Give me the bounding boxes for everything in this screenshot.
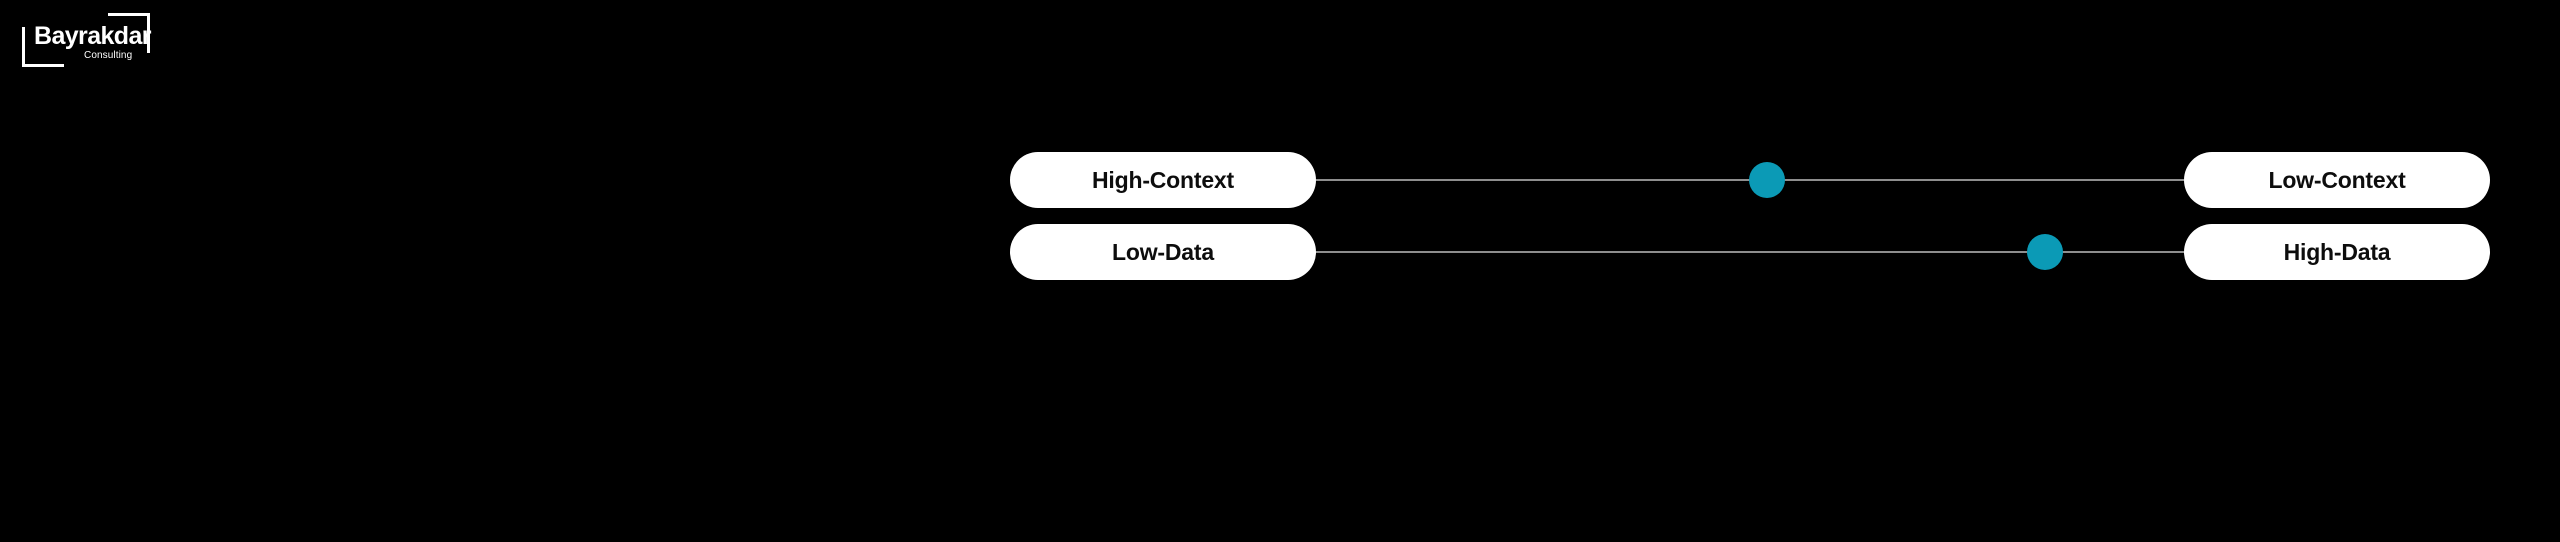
brand-logo: Bayrakdar Consulting (22, 13, 152, 67)
logo-subtitle: Consulting (84, 50, 133, 61)
slider-left-label-high-context: High-Context (1010, 152, 1316, 208)
logo-wordmark: Bayrakdar (34, 22, 152, 50)
bracket-corner-top-right-icon (108, 13, 150, 53)
slider-knob-data[interactable] (2027, 234, 2064, 270)
slider-knob-context[interactable] (1749, 162, 1786, 198)
slider-right-label-high-data: High-Data (2184, 224, 2490, 280)
slider-track-context[interactable] (1316, 152, 2184, 208)
slider-track-line (1316, 251, 2184, 253)
slider-row-context: High-Context Low-Context (1010, 150, 2490, 210)
slider-right-label-low-context: Low-Context (2184, 152, 2490, 208)
bracket-corner-bottom-left-icon (22, 27, 64, 67)
slider-row-data: Low-Data High-Data (1010, 222, 2490, 282)
slider-track-data[interactable] (1316, 224, 2184, 280)
slider-group: High-Context Low-Context Low-Data High-D… (1010, 150, 2490, 282)
slider-left-label-low-data: Low-Data (1010, 224, 1316, 280)
